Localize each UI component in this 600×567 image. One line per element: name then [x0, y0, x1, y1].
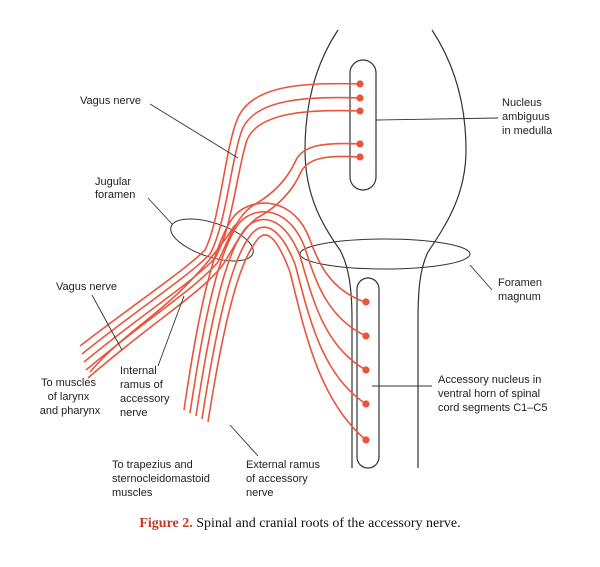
accessory-nerve-diagram: Vagus nerve Jugular foramen Vagus nerve … [40, 29, 553, 499]
vagus-nerve-bundle [79, 82, 361, 379]
label-to-muscles-larynx-pharynx: To muscles of larynx and pharynx [40, 377, 101, 417]
figure-caption: Figure 2. Spinal and cranial roots of th… [0, 516, 600, 532]
label-vagus-mid: Vagus nerve [56, 281, 117, 293]
accessory-nucleus-region [356, 277, 380, 469]
brainstem-outline-left [304, 29, 353, 468]
label-accessory-nucleus: Accessory nucleus in ventral horn of spi… [438, 374, 547, 414]
label-vagus-top: Vagus nerve [80, 95, 141, 107]
internal-ramus-strand [89, 224, 236, 373]
label-external-ramus: External ramus of accessory nerve [246, 459, 323, 499]
brainstem-outline-right [417, 29, 467, 468]
label-to-trapezius-scm: To trapezius and sternocleidomastoid mus… [112, 459, 213, 499]
spinal-accessory-bundle [183, 202, 367, 441]
figure-caption-text: Spinal and cranial roots of the accessor… [192, 516, 461, 531]
label-jugular-foramen: Jugular foramen [95, 176, 135, 201]
label-nucleus-ambiguus: Nucleus ambiguus in medulla [502, 97, 553, 137]
label-foramen-magnum: Foramen magnum [498, 277, 545, 303]
nucleus-ambiguus-cells [356, 80, 364, 161]
leader-lines [91, 103, 499, 457]
accessory-nucleus-cells [362, 298, 370, 444]
label-internal-ramus: Internal ramus of accessory nerve [120, 365, 173, 419]
figure-number: Figure 2. [139, 516, 193, 531]
foramen-magnum [299, 238, 471, 270]
nucleus-ambiguus-region [349, 59, 377, 191]
